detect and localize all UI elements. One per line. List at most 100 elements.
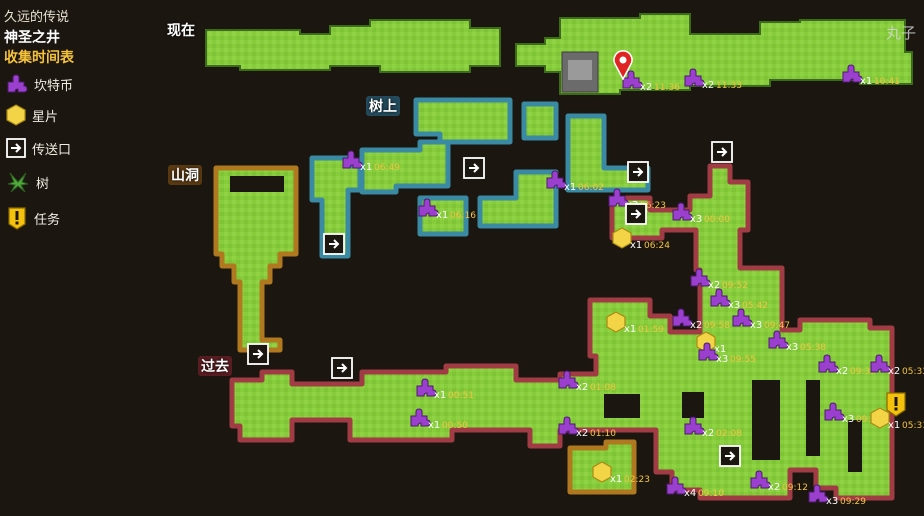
marker-count: x4 [684,488,696,499]
legend-item-teleport: 传送口 [6,138,71,158]
puzzle-icon [710,288,731,307]
teleport-marker[interactable] [625,203,647,225]
puzzle-icon [558,416,579,435]
marker-time: 09:39 [850,367,876,377]
marker-time: 01:10 [590,429,616,439]
puzzle-icon [672,202,693,221]
marker-count: x2 [836,366,848,377]
marker-count: x2 [690,320,702,331]
puzzle-icon [818,354,839,373]
marker-time: 05:38 [800,343,826,353]
marker-time: 00:51 [448,391,474,401]
legend-label-star: 星片 [32,109,59,125]
marker-count: x1 [434,390,446,401]
location-pin-icon [613,50,633,80]
puzzle-icon [750,470,771,489]
region-label-now: 现在 [167,23,195,39]
marker-count: x3 [826,496,838,507]
legend-item-tree: 树 [6,170,49,194]
marker-time: 02:08 [716,429,742,439]
marker-count: x2 [702,428,714,439]
marker-count: x1 [860,76,872,87]
legend-header: 久远的传说 神圣之井 收集时间表 [4,6,74,67]
puzzle-icon [768,330,789,349]
marker-time: 09:10 [698,489,724,499]
marker-time: 09:58 [704,321,730,331]
marker-count: x1 [630,240,642,251]
marker-time: 09:29 [840,497,866,507]
marker-time: 09:52 [722,281,748,291]
marker-time: 05:31 [902,421,924,431]
legend-label-quest: 任务 [34,212,61,228]
puzzle-icon [418,198,439,217]
marker-time: 01:59 [638,325,664,335]
marker-count: x1 [436,210,448,221]
puzzle-icon [732,308,753,327]
marker-time: 05:42 [742,301,768,311]
marker-time: 06:02 [578,183,604,193]
tree-icon [7,172,29,193]
marker-time: 06:23 [640,201,666,211]
region-label-past: 过去 [198,356,232,376]
region-label-treetop: 树上 [366,96,400,116]
marker-count: x3 [690,214,702,225]
marker-count: x3 [716,354,728,365]
teleport-marker[interactable] [711,141,733,163]
teleport-marker[interactable] [331,357,353,379]
marker-count: x2 [768,482,780,493]
star-piece-icon [870,407,890,429]
puzzle-icon [684,416,705,435]
star-piece-icon [606,311,626,333]
teleport-marker[interactable] [323,233,345,255]
marker-count: x2 [702,80,714,91]
marker-time: 06:49 [374,163,400,173]
marker-count: x1 [888,420,900,431]
marker-time: 09:25 [856,415,882,425]
puzzle-icon [416,378,437,397]
area-treetop [309,97,651,259]
teleport-marker[interactable] [627,161,649,183]
marker-time: 11:36 [654,83,680,93]
marker-count: x3 [842,414,854,425]
marker-count: x1 [360,162,372,173]
teleport-marker[interactable] [247,343,269,365]
puzzle-icon [558,370,579,389]
marker-count: x2 [576,428,588,439]
puzzle-icon [870,354,891,373]
marker-count: x2 [888,366,900,377]
teleport-marker[interactable] [719,445,741,467]
legend-label-tree: 树 [36,176,50,192]
marker-count: x2 [576,382,588,393]
marker-time: 11:33 [716,81,742,91]
star-piece-icon [612,227,632,249]
marker-count: x3 [728,300,740,311]
marker-time: 06:16 [450,211,476,221]
quest-marker[interactable] [886,392,906,417]
marker-time: 00:00 [704,215,730,225]
star-piece-icon [6,104,26,126]
puzzle-icon [608,188,629,207]
marker-count: x1 [624,324,636,335]
subtitle: 收集时间表 [4,50,74,66]
teleport-marker[interactable] [463,157,485,179]
puzzle-icon [622,70,643,89]
marker-count: x2 [708,280,720,291]
